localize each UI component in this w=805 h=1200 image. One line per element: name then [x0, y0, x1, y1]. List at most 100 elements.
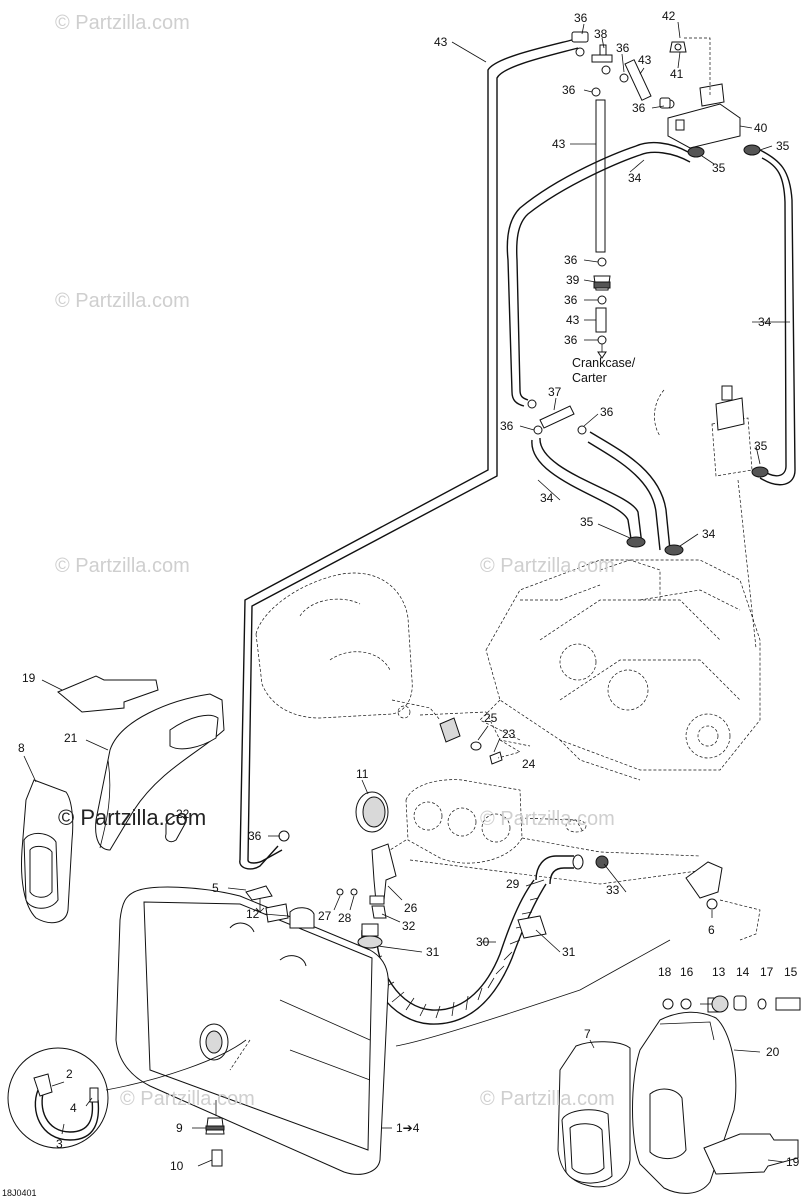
hose-29 [517, 854, 609, 939]
part-label: 38 [594, 27, 608, 41]
part-label: 35 [754, 439, 768, 453]
part-label: 4 [70, 1101, 77, 1115]
parts-9-10 [205, 1100, 225, 1167]
part-label: 34 [540, 491, 554, 505]
part-label: 36 [562, 83, 576, 97]
part-label: 39 [566, 273, 580, 287]
watermark: © Partzilla.com [55, 555, 190, 577]
part-label: 35 [776, 139, 790, 153]
part-label: 33 [606, 883, 620, 897]
part-label: 43 [434, 35, 448, 49]
part-label: 28 [338, 911, 352, 925]
part-label: 34 [702, 527, 716, 541]
parts-13-18 [662, 995, 801, 1013]
part-label: 9 [176, 1121, 183, 1135]
part-label: 27 [318, 909, 332, 923]
part-label: 36 [574, 11, 588, 25]
part-label: 13 [712, 965, 726, 979]
part-label: 26 [404, 901, 418, 915]
part-label: 36 [564, 253, 578, 267]
inset-vent-fittings [7, 1039, 247, 1149]
part-label: 36 [500, 419, 514, 433]
part-label: 10 [170, 1159, 184, 1173]
watermark: © Partzilla.com [55, 12, 190, 34]
part-label: 35 [580, 515, 594, 529]
fuel-tank [115, 886, 671, 1175]
middle-fittings [593, 257, 611, 359]
part-8-duct [21, 779, 74, 924]
diagram-code: 18J0401 [2, 1188, 37, 1198]
part-label: 17 [760, 965, 774, 979]
top-fittings [571, 31, 761, 158]
part-label: 18 [658, 965, 672, 979]
part-label: 43 [638, 53, 652, 67]
part-label: 6 [708, 923, 715, 937]
clamps-35-lower [626, 536, 684, 556]
part-label: 36 [600, 405, 614, 419]
engine [479, 559, 761, 781]
part-22-clip [165, 815, 187, 843]
part-19-pad-top [57, 675, 159, 713]
part-label: 43 [566, 313, 580, 327]
part-label: 35 [712, 161, 726, 175]
crankcase-note: Crankcase/ Carter [572, 356, 635, 386]
part-26-bracket [369, 843, 397, 905]
part-label: 32 [402, 919, 416, 933]
parts-23-25 [439, 717, 521, 765]
part-label: 31 [562, 945, 576, 959]
part-label: 34 [628, 171, 642, 185]
crankcase-note-line2: Carter [572, 371, 607, 385]
parts-27-28-32 [336, 888, 387, 919]
part-label: 14 [736, 965, 750, 979]
part-label: 23 [502, 727, 516, 741]
watermark: © Partzilla.com [480, 1088, 615, 1110]
watermark: © Partzilla.com [55, 290, 190, 312]
part-label: 8 [18, 741, 25, 755]
part-label: 21 [64, 731, 78, 745]
part-11-ring [355, 791, 389, 833]
oil-reservoir [654, 385, 769, 649]
part-label: 5 [212, 881, 219, 895]
junction-fittings [527, 399, 587, 435]
hose-43-long [239, 39, 579, 870]
part-label: 2 [66, 1067, 73, 1081]
part-label: 31 [426, 945, 440, 959]
part-19-pad-bottom [703, 1133, 799, 1175]
part-label: 36 [248, 829, 262, 843]
part-label: 12 [246, 907, 260, 921]
part-label: 40 [754, 121, 768, 135]
part-21-duct [95, 693, 225, 851]
clamp-36-left [278, 830, 290, 842]
hose-34-loop [506, 141, 796, 551]
watermark: © Partzilla.com [480, 555, 615, 577]
part-7-duct [557, 1041, 631, 1188]
part-label: 1➔4 [396, 1121, 420, 1135]
part-label: 36 [632, 101, 646, 115]
part-label: 42 [662, 9, 676, 23]
leader-lines [23, 21, 790, 1167]
part-label: 41 [670, 67, 684, 81]
part-label: 30 [476, 935, 490, 949]
watermark: © Partzilla.com [480, 808, 615, 830]
part-label: 25 [484, 711, 498, 725]
part-label: 22 [176, 807, 190, 821]
part-label: 20 [766, 1045, 780, 1059]
parts-5-12 [245, 885, 315, 929]
part-label: 19 [22, 671, 36, 685]
part-label: 7 [584, 1027, 591, 1041]
part-label: 37 [548, 385, 562, 399]
part-label: 29 [506, 877, 520, 891]
part-label: 11 [356, 767, 369, 781]
part-label: 16 [680, 965, 694, 979]
part-label: 15 [784, 965, 798, 979]
part-label: 24 [522, 757, 536, 771]
part-label: 43 [552, 137, 566, 151]
part-label: 3 [56, 1137, 63, 1151]
throttle-body [389, 779, 721, 885]
part-label: 34 [758, 315, 772, 329]
crankcase-note-line1: Crankcase/ [572, 356, 636, 370]
part-6-bracket [685, 861, 761, 941]
part-label: 36 [616, 41, 630, 55]
